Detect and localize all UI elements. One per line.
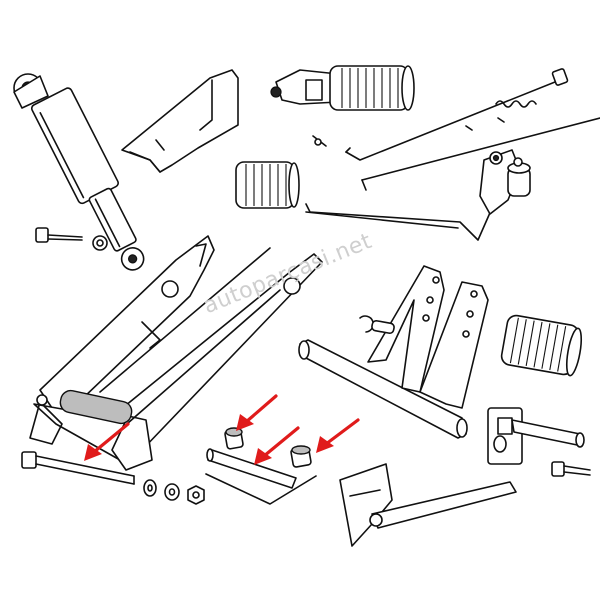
highlight-arrow-pivot-bolt bbox=[84, 422, 130, 461]
highlight-arrow-sleeve bbox=[254, 426, 300, 465]
brake-pedal-rod bbox=[305, 189, 501, 241]
side-stand bbox=[339, 463, 517, 547]
chain-guard-cover bbox=[121, 69, 239, 173]
washer-nut-set bbox=[143, 479, 205, 505]
highlight-arrow-bushing-right bbox=[316, 418, 360, 453]
brake-pedal-arm bbox=[479, 149, 531, 215]
pivot-tube bbox=[59, 389, 133, 425]
mount-bolt-upper bbox=[35, 227, 108, 251]
sleeve-outline bbox=[205, 473, 317, 505]
footrest-rubber-lower bbox=[500, 314, 583, 377]
cotter-pin bbox=[312, 135, 327, 147]
bolt-small bbox=[551, 461, 591, 477]
swing-arm bbox=[29, 235, 323, 471]
circlip bbox=[359, 315, 375, 333]
footrest-bracket bbox=[487, 407, 585, 465]
bushing-right bbox=[290, 445, 312, 468]
stand-pin bbox=[371, 319, 395, 335]
bushing-left bbox=[224, 427, 244, 450]
kickstart-lever bbox=[270, 65, 415, 111]
highlight-arrow-bushing-left bbox=[236, 394, 278, 431]
brake-rod-spring bbox=[345, 68, 600, 191]
center-stand bbox=[298, 265, 489, 439]
pivot-bolt-long bbox=[21, 451, 135, 485]
pivot-sleeve bbox=[206, 448, 297, 489]
shock-absorber bbox=[13, 73, 145, 271]
footrest-rubber-upper bbox=[235, 161, 300, 209]
